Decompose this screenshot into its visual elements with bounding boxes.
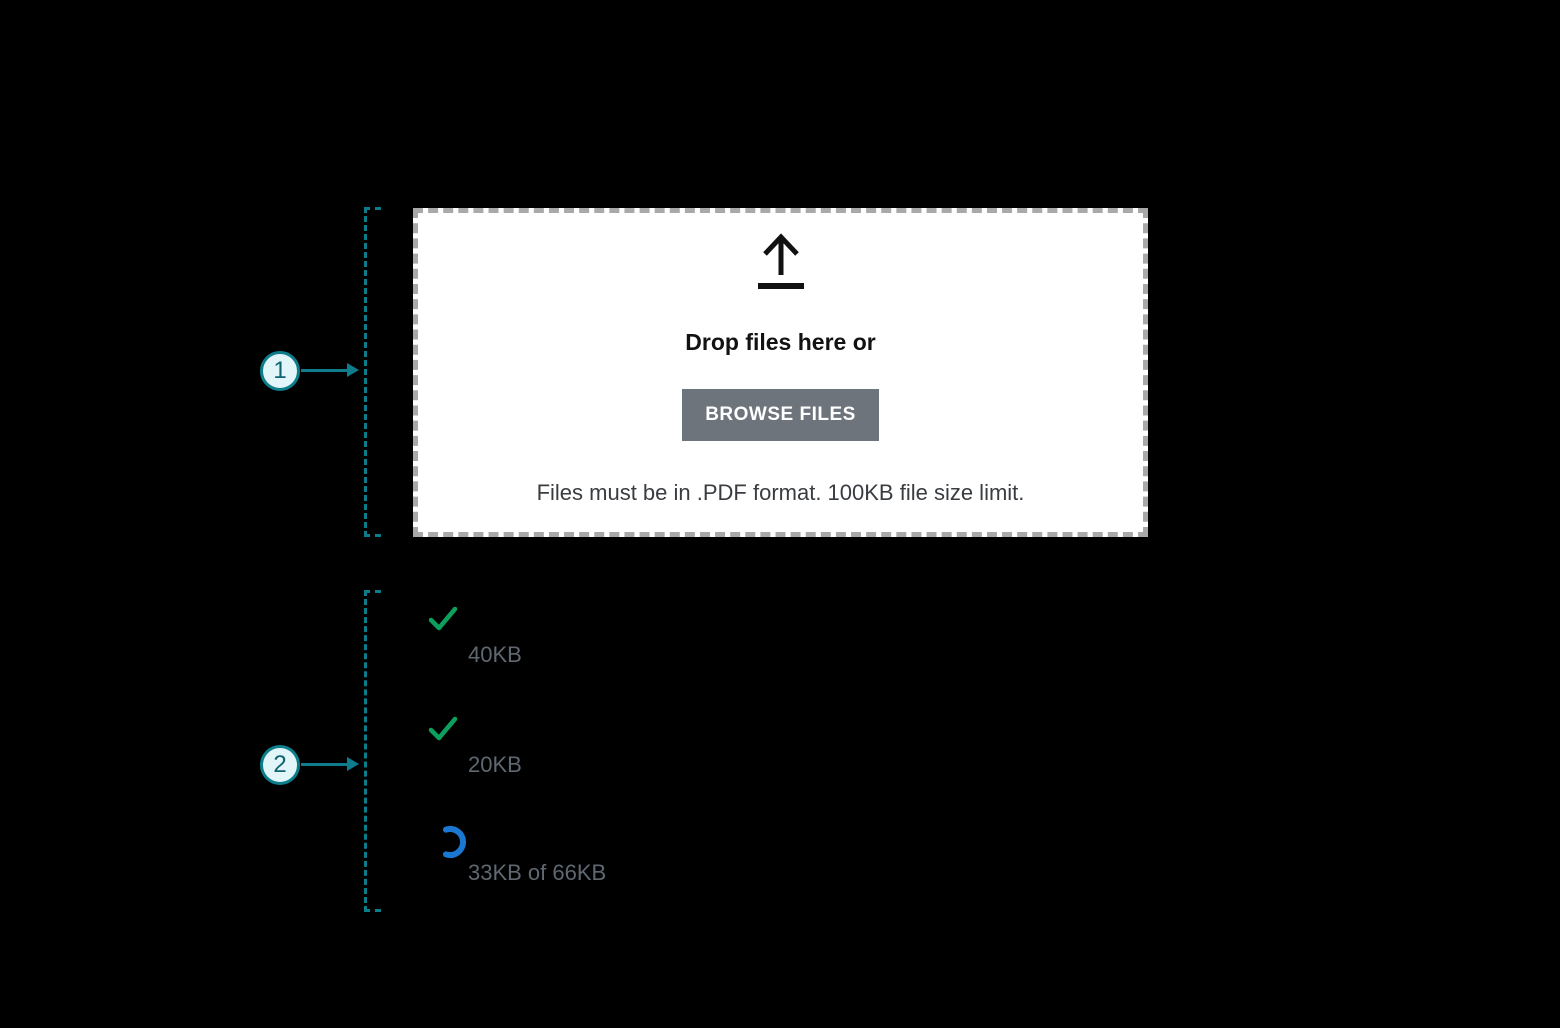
- check-icon: [428, 716, 458, 747]
- upload-list-item: 33KB of 66KB: [428, 824, 828, 896]
- browse-files-button[interactable]: BROWSE FILES: [682, 389, 879, 441]
- annotation-marker-2-number: 2: [273, 751, 287, 778]
- dropzone-help-text: Files must be in .PDF format. 100KB file…: [536, 480, 1025, 505]
- dropzone-title: Drop files here or: [685, 329, 876, 355]
- file-size-label: 40KB: [468, 642, 522, 667]
- annotation-arrow-2: [301, 763, 347, 766]
- check-icon: [428, 606, 458, 637]
- annotation-arrow-2-head: [347, 757, 359, 771]
- upload-list-item: 20KB: [428, 716, 828, 788]
- file-size-label: 20KB: [468, 752, 522, 777]
- upload-icon: [756, 232, 806, 297]
- annotation-marker-1-number: 1: [273, 357, 287, 384]
- file-dropzone[interactable]: Drop files here or BROWSE FILES Files mu…: [413, 208, 1148, 537]
- annotation-arrow-1-head: [347, 363, 359, 377]
- annotation-bracket-dropzone: [364, 207, 381, 537]
- file-progress-label: 33KB of 66KB: [468, 860, 607, 885]
- loading-spinner-icon: [434, 824, 466, 865]
- annotation-arrow-1: [301, 369, 347, 372]
- upload-list-item: 40KB: [428, 606, 828, 678]
- annotation-marker-1: 1: [260, 351, 300, 391]
- annotation-marker-2: 2: [260, 745, 300, 785]
- annotation-bracket-upload-list: [364, 590, 381, 912]
